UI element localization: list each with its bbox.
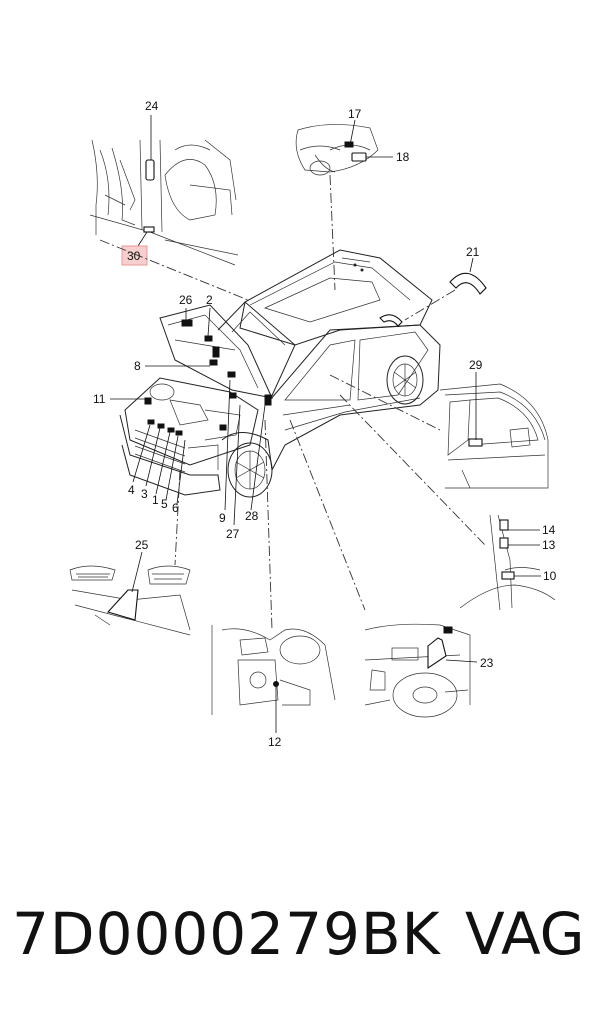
callout-21: 21	[466, 245, 480, 259]
inset-interior-light	[295, 119, 393, 291]
callout-6: 6	[172, 501, 179, 515]
inset-rear-door	[439, 372, 549, 489]
inset-grab-handle	[404, 257, 487, 321]
callout-25: 25	[135, 538, 149, 552]
callout-5: 5	[161, 497, 168, 511]
callout-13: 13	[542, 538, 556, 552]
callout-9: 9	[219, 511, 226, 525]
part-number: 7D0000279BK	[12, 900, 441, 968]
label-location-diagram: 30 24 17 18 21	[69, 99, 557, 749]
callout-26: 26	[179, 293, 193, 307]
inset-air-vent	[69, 551, 191, 636]
callout-3: 3	[141, 487, 148, 501]
inset-door-sill	[89, 115, 239, 266]
callout-4: 4	[128, 483, 135, 497]
callout-23: 23	[480, 656, 494, 670]
callout-24: 24	[145, 99, 159, 113]
vehicle-main	[119, 249, 441, 498]
inset-b-pillar	[459, 514, 556, 611]
callout-2: 2	[206, 293, 213, 307]
inset-cockpit	[364, 623, 478, 718]
callout-1: 1	[152, 493, 159, 507]
brand-label: VAG	[465, 900, 585, 968]
callout-29: 29	[469, 358, 483, 372]
callout-8: 8	[134, 359, 141, 373]
inset-dashboard-switch	[211, 625, 336, 733]
callout-17: 17	[348, 107, 362, 121]
callout-10: 10	[543, 569, 557, 583]
callout-12: 12	[268, 735, 282, 749]
callout-27: 27	[226, 527, 240, 541]
callout-11: 11	[93, 392, 106, 406]
callout-28: 28	[245, 509, 259, 523]
callout-30-highlight	[121, 245, 148, 266]
callout-18: 18	[396, 150, 410, 164]
callout-14: 14	[542, 523, 556, 537]
